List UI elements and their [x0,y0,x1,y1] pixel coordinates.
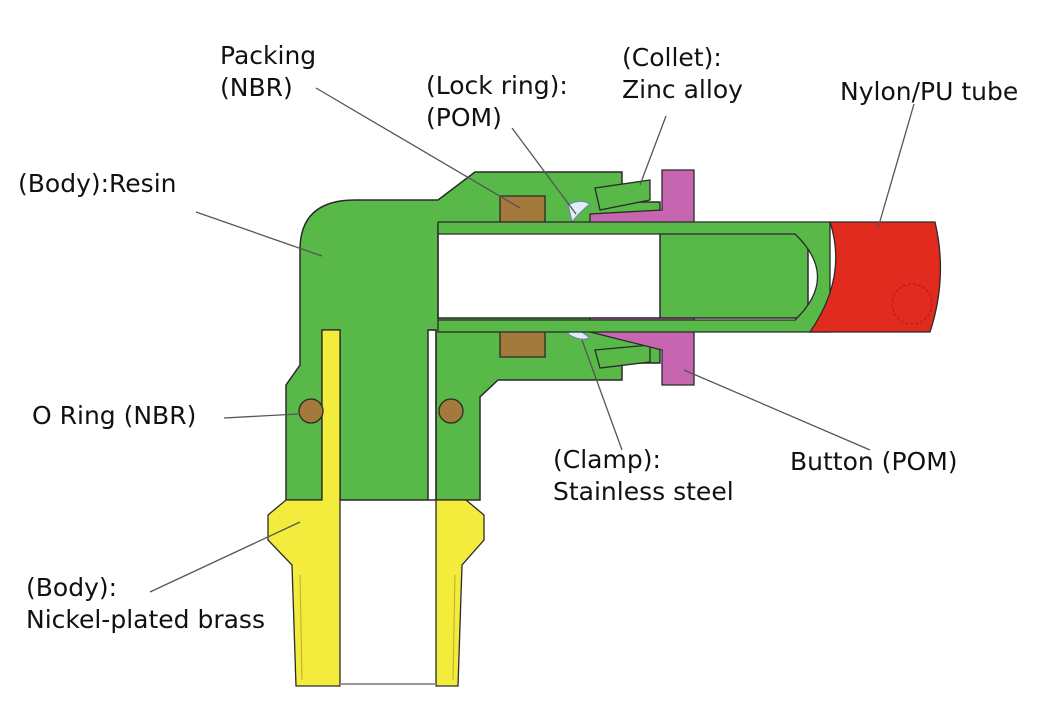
o-ring-left [298,398,324,424]
leader-lines [149,87,915,593]
label-clamp-line2: Stainless steel [553,477,734,506]
tube-outside [808,221,942,333]
label-packing-line1: Packing [220,41,317,70]
label-o-ring-line1: O Ring (NBR) [32,401,197,430]
label-collet: (Collet): Zinc alloy [622,42,743,106]
clamp-top [567,200,592,224]
leader-body-resin [195,211,323,257]
label-clamp-line1: (Clamp): [553,445,661,474]
label-clamp: (Clamp): Stainless steel [553,444,734,508]
label-body-brass-line2: Nickel-plated brass [26,605,265,634]
leader-body-brass [149,521,301,593]
label-body-brass: (Body): Nickel-plated brass [26,572,265,636]
leader-button [683,369,871,451]
o-ring-right [438,398,464,424]
label-lock-ring: (Lock ring): (POM) [426,70,568,134]
label-body-brass-line1: (Body): [26,573,118,602]
thread-lines [299,574,456,681]
label-button: Button (POM) [790,446,958,478]
label-body-resin-line1: (Body):Resin [18,169,177,198]
label-tube-line1: Nylon/PU tube [840,77,1019,106]
label-body-resin: (Body):Resin [18,168,176,200]
label-collet-line2: Zinc alloy [622,75,743,104]
label-button-line1: Button (POM) [790,447,958,476]
label-lock-ring-line2: (POM) [426,103,502,132]
leader-o-ring [223,413,299,419]
leader-clamp [581,339,623,451]
collet-bottom [594,344,651,369]
packing-bottom [499,329,546,358]
label-packing: Packing (NBR) [220,40,316,104]
label-packing-line2: (NBR) [220,73,293,102]
brass-body-left [267,329,341,687]
collet-top [594,179,651,211]
leader-collet [639,115,667,186]
label-collet-line1: (Collet): [622,43,722,72]
label-tube: Nylon/PU tube [840,76,1018,108]
leader-packing [315,87,521,209]
label-lock-ring-line1: (Lock ring): [426,71,568,100]
label-o-ring: O Ring (NBR) [32,400,196,432]
leader-tube [877,103,915,229]
tube-end-ring [891,283,933,325]
leader-lock-ring [511,127,577,215]
brass-body-right [428,329,485,687]
